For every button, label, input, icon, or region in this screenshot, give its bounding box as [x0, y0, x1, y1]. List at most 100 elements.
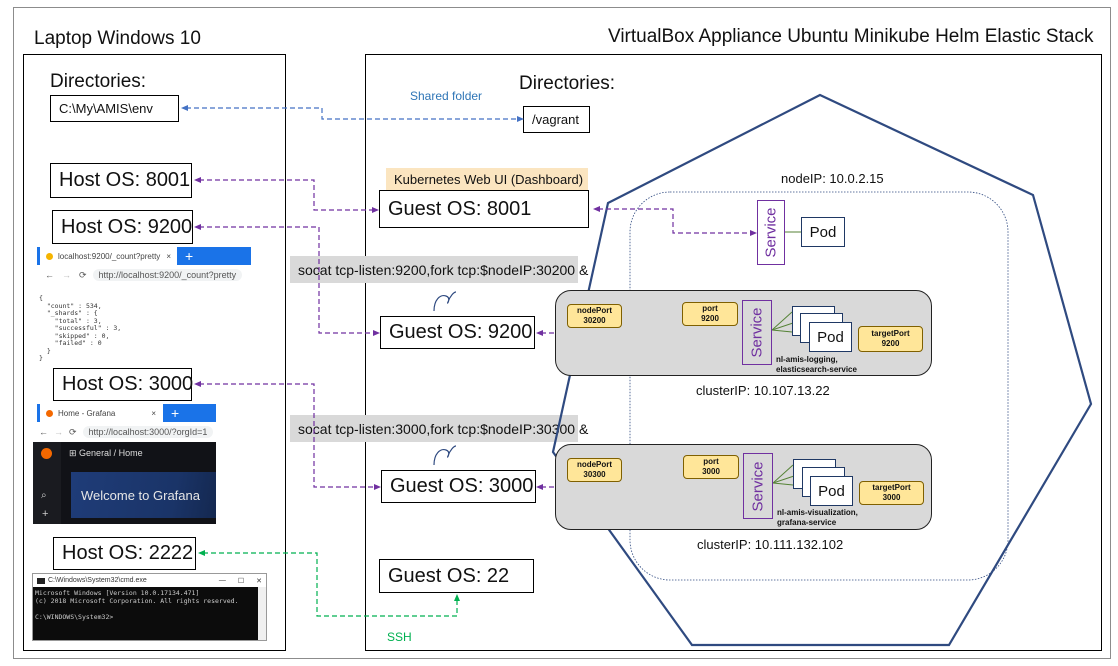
- elasticsearch-service[interactable]: Service: [742, 300, 772, 365]
- cmd-scrollbar[interactable]: [258, 587, 266, 640]
- node-port-label: nodePort: [576, 460, 613, 469]
- service-name: nl-amis-visualization, grafana-service: [777, 508, 858, 528]
- socat-command-9200: socat tcp-listen:9200,fork tcp:$nodeIP:3…: [290, 256, 588, 283]
- breadcrumb-text[interactable]: General / Home: [79, 448, 143, 458]
- cmd-output: Microsoft Windows [Version 10.0.17134.47…: [35, 589, 239, 621]
- new-tab-button[interactable]: +: [163, 404, 216, 422]
- grafana-breadcrumb: ⊞ General / Home: [69, 448, 143, 459]
- reload-icon[interactable]: ⟳: [69, 426, 77, 437]
- forward-icon[interactable]: →: [54, 427, 63, 437]
- service-pod-link: [785, 231, 801, 233]
- json-response: { "count" : 534, "_shards" : { "total" :…: [39, 294, 122, 362]
- address-row: ← → ⟳ http://localhost:9200/_count?prett…: [45, 267, 243, 283]
- dashboard-service[interactable]: Service: [757, 200, 785, 265]
- node-port-badge: nodePort 30200: [567, 304, 622, 328]
- guest-port-3000: Guest OS: 3000: [381, 470, 536, 503]
- maximize-icon[interactable]: ☐: [237, 577, 245, 585]
- close-icon[interactable]: ✕: [256, 577, 262, 585]
- welcome-banner: Welcome to Grafana: [71, 472, 216, 518]
- laptop-panel: [23, 54, 286, 651]
- tab-close-icon[interactable]: ×: [166, 251, 171, 261]
- service-id: grafana-service: [777, 518, 837, 527]
- vm-panel: [365, 54, 1102, 651]
- node-ip-label: nodeIP: 10.0.2.15: [781, 171, 884, 186]
- dashboard-pod[interactable]: Pod: [801, 217, 845, 247]
- browser-tab[interactable]: localhost:9200/_count?pretty ×: [37, 247, 177, 265]
- service-label: Service: [762, 207, 780, 258]
- node-port-badge: nodePort 30300: [567, 458, 622, 482]
- back-icon[interactable]: ←: [45, 270, 54, 280]
- grafana-sidebar: ⌕ +: [33, 442, 61, 524]
- guest-port-8001: Guest OS: 8001: [379, 190, 589, 228]
- forward-icon[interactable]: →: [62, 270, 71, 280]
- vm-directory-box: /vagrant: [523, 106, 590, 133]
- port-value: 3000: [702, 467, 720, 476]
- target-port-value: 3000: [882, 493, 901, 502]
- cluster-ip-label: clusterIP: 10.107.13.22: [696, 383, 830, 398]
- plus-icon[interactable]: +: [42, 508, 49, 520]
- node-port-value: 30200: [583, 316, 606, 325]
- reload-icon[interactable]: ⟳: [79, 269, 87, 280]
- laptop-directories-heading: Directories:: [50, 71, 147, 92]
- tab-title: Home - Grafana: [58, 408, 116, 418]
- dashboard-label: Kubernetes Web UI (Dashboard): [386, 168, 588, 191]
- cmd-window: C:\Windows\System32\cmd.exe — ☐ ✕ Micros…: [32, 573, 267, 641]
- service-namespace: nl-amis-visualization,: [777, 508, 858, 517]
- host-port-2222: Host OS: 2222: [53, 537, 196, 570]
- grafana-logo-icon[interactable]: [41, 448, 52, 459]
- grafana-service[interactable]: Service: [743, 453, 773, 519]
- host-port-3000: Host OS: 3000: [53, 368, 193, 401]
- cluster-ip-label: clusterIP: 10.111.132.102: [697, 537, 844, 552]
- url-bar[interactable]: http://localhost:3000/?orgId=1: [82, 426, 214, 438]
- service-label: Service: [749, 460, 767, 512]
- node-port-value: 30300: [583, 470, 606, 479]
- diagram-frame: [13, 7, 1111, 659]
- minimize-icon[interactable]: —: [218, 577, 226, 584]
- ssh-label: SSH: [387, 630, 412, 644]
- grafana-browser-screenshot: Home - Grafana × + ← → ⟳ http://localhos…: [33, 404, 216, 524]
- laptop-title: Laptop Windows 10: [34, 28, 201, 49]
- service-name: nl-amis-logging, elasticsearch-service: [776, 355, 857, 375]
- elasticsearch-pod[interactable]: Pod: [809, 322, 852, 352]
- node-port-label: nodePort: [576, 306, 613, 315]
- dashboard-grid-icon: ⊞: [69, 448, 80, 458]
- tab-title: localhost:9200/_count?pretty: [58, 251, 161, 261]
- port-label: port: [702, 304, 718, 313]
- host-port-9200: Host OS: 9200: [52, 210, 193, 244]
- shared-folder-label: Shared folder: [410, 89, 483, 103]
- service-namespace: nl-amis-logging,: [776, 355, 838, 364]
- guest-port-22: Guest OS: 22: [379, 559, 534, 593]
- grafana-pod[interactable]: Pod: [810, 476, 853, 506]
- target-port-badge: targetPort 9200: [858, 326, 923, 352]
- new-tab-button[interactable]: +: [177, 247, 251, 265]
- url-bar[interactable]: http://localhost:9200/_count?pretty: [92, 269, 243, 281]
- port-badge: port 3000: [683, 455, 739, 479]
- target-port-value: 9200: [881, 339, 900, 348]
- port-label: port: [703, 457, 719, 466]
- target-port-label: targetPort: [871, 329, 910, 338]
- socat-command-3000: socat tcp-listen:3000,fork tcp:$nodeIP:3…: [290, 415, 588, 442]
- back-icon[interactable]: ←: [39, 427, 48, 437]
- address-row: ← → ⟳ http://localhost:3000/?orgId=1: [39, 424, 214, 440]
- vm-directories-heading: Directories:: [519, 73, 616, 94]
- port-value: 9200: [701, 314, 719, 323]
- grafana-app: ⌕ + ⊞ General / Home Welcome to Grafana: [33, 442, 216, 524]
- search-icon[interactable]: ⌕: [41, 490, 47, 501]
- target-port-badge: targetPort 3000: [859, 481, 924, 505]
- vm-title: VirtualBox Appliance Ubuntu Minikube Hel…: [608, 26, 1094, 47]
- target-port-label: targetPort: [872, 483, 911, 492]
- elastic-favicon-icon: [46, 252, 53, 260]
- service-id: elasticsearch-service: [776, 365, 857, 374]
- browser-tab[interactable]: Home - Grafana ×: [37, 404, 162, 422]
- cmd-title: C:\Windows\System32\cmd.exe: [48, 577, 147, 584]
- port-badge: port 9200: [682, 302, 738, 326]
- service-label: Service: [748, 307, 766, 358]
- host-port-8001: Host OS: 8001: [50, 163, 192, 198]
- elasticsearch-browser-screenshot: localhost:9200/_count?pretty × + ← → ⟳ h…: [33, 247, 251, 369]
- cmd-titlebar: C:\Windows\System32\cmd.exe — ☐ ✕: [33, 574, 266, 587]
- grafana-favicon-icon: [46, 409, 53, 417]
- cmd-icon: [37, 577, 45, 584]
- laptop-directory-box: C:\My\AMIS\env: [50, 95, 179, 122]
- guest-port-9200: Guest OS: 9200: [380, 316, 535, 349]
- tab-close-icon[interactable]: ×: [151, 408, 156, 418]
